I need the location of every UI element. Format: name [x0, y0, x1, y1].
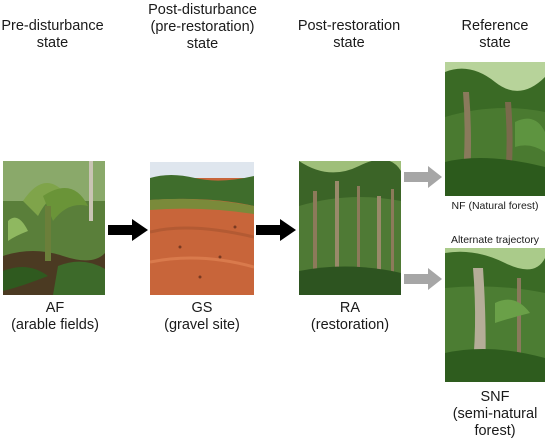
label-nf: NF (Natural forest) [451, 200, 539, 212]
label-gs: GS (gravel site) [164, 300, 240, 333]
label-af: AF (arable fields) [11, 300, 99, 333]
restoration-photo [299, 161, 401, 295]
header-post-disturbance: Post-disturbance (pre-restoration) state [148, 2, 257, 52]
semi-natural-forest-photo [445, 248, 545, 382]
arable-fields-photo [3, 161, 105, 295]
arrow-ra-to-nf [404, 166, 442, 188]
label-ra: RA (restoration) [310, 300, 390, 333]
gravel-site-photo [150, 162, 254, 295]
header-post-restoration: Post-restoration state [297, 18, 401, 51]
header-reference: Reference state [461, 18, 529, 51]
header-pre-disturbance: Pre-disturbance state [1, 18, 104, 51]
label-alternate-trajectory: Alternate trajectory [450, 234, 540, 246]
arrow-af-to-gs [108, 219, 148, 241]
arrow-ra-to-snf [404, 268, 442, 290]
natural-forest-photo [445, 62, 545, 196]
label-snf: SNF (semi-natural forest) [452, 389, 538, 439]
arrow-gs-to-ra [256, 219, 296, 241]
